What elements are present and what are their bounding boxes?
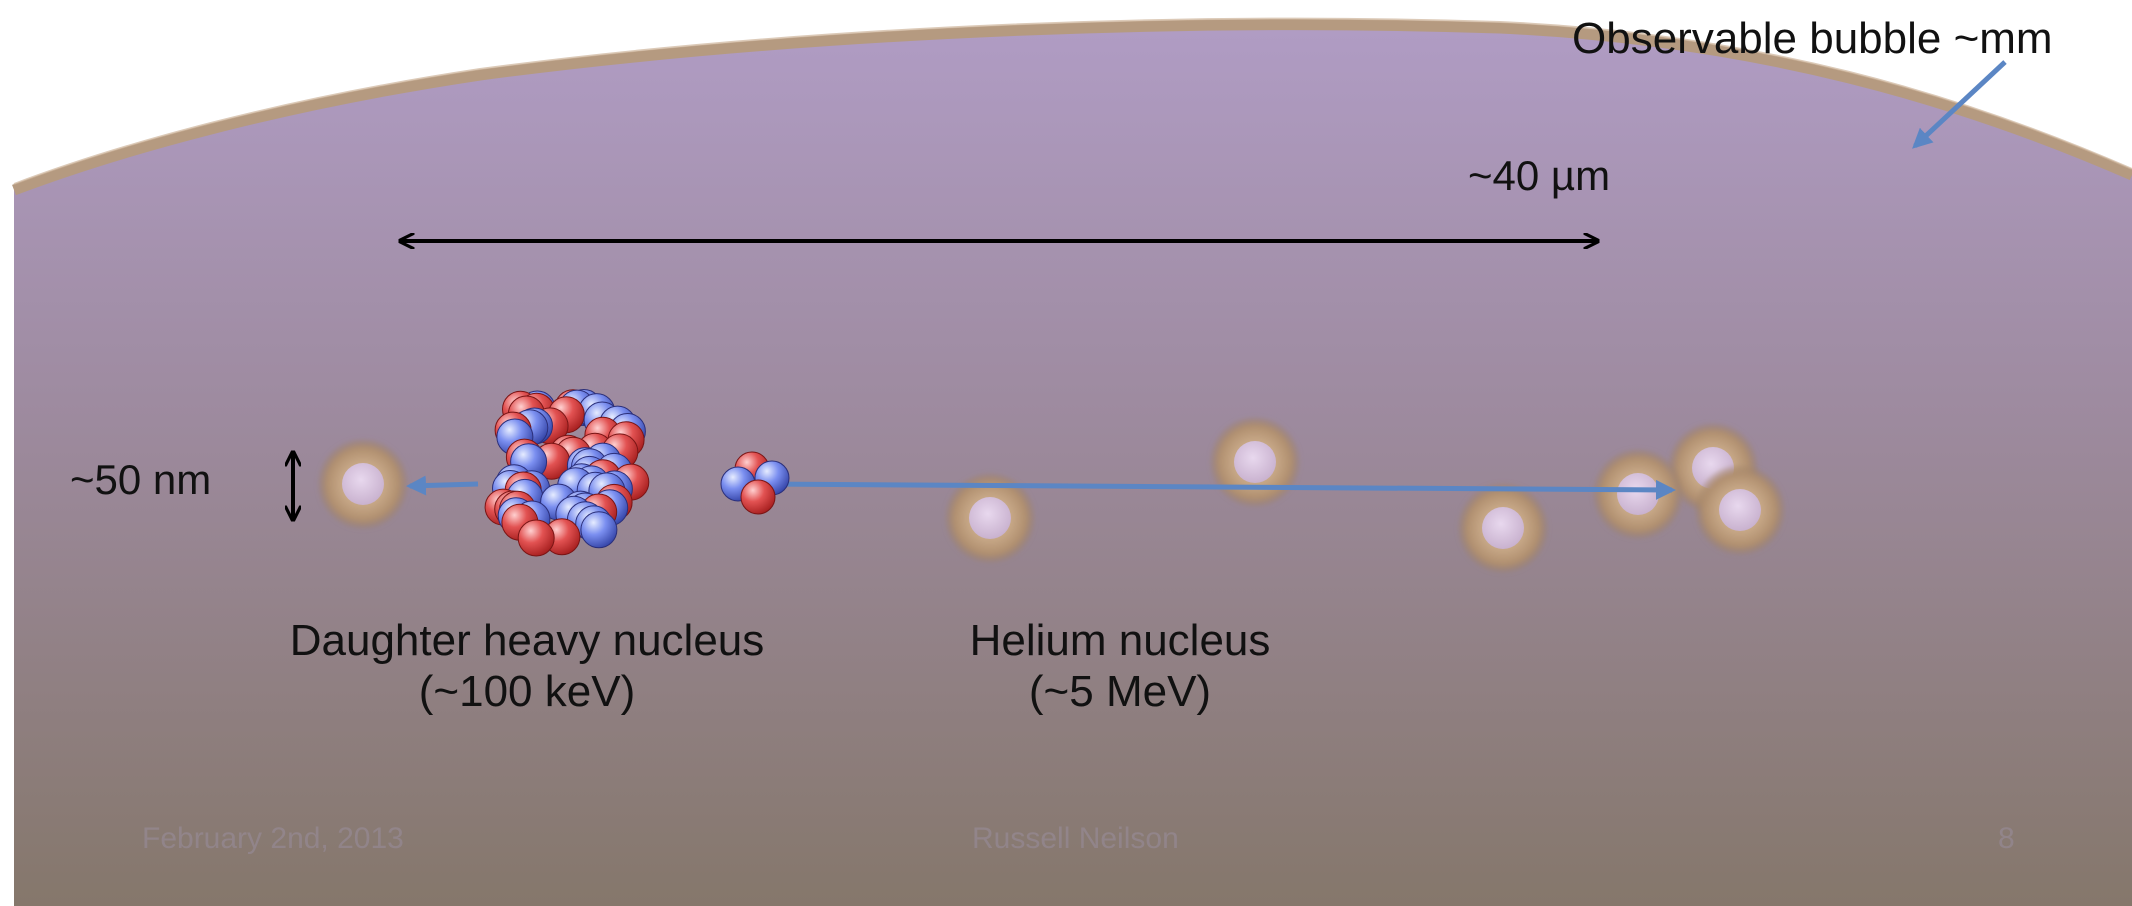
daughter-nucleus-energy: (~100 keV) (262, 667, 792, 718)
micro-bubble (1695, 465, 1785, 555)
neutron-ball (581, 512, 617, 548)
micro-bubble (1210, 417, 1300, 507)
bubble-size-label: ~50 nm (70, 456, 211, 504)
footer-page-number: 8 (1998, 822, 2015, 856)
observable-bubble-label: Observable bubble ~mm (1572, 14, 2053, 65)
helium-nucleus-label: Helium nucleus (~5 MeV) (900, 616, 1340, 717)
helium-nucleus-energy: (~5 MeV) (900, 667, 1340, 718)
micro-bubble (318, 439, 408, 529)
track-length-label: ~40 µm (1468, 152, 1610, 200)
daughter-nucleus-label: Daughter heavy nucleus (~100 keV) (262, 616, 792, 717)
footer-author: Russell Neilson (972, 822, 1179, 856)
footer-date: February 2nd, 2013 (142, 822, 404, 856)
micro-bubble (1458, 483, 1548, 573)
daughter-track-arrow (410, 484, 478, 486)
proton-ball (518, 520, 554, 556)
micro-bubble (1593, 449, 1683, 539)
daughter-nucleus-name: Daughter heavy nucleus (262, 616, 792, 667)
helium-nucleus-name: Helium nucleus (900, 616, 1340, 667)
